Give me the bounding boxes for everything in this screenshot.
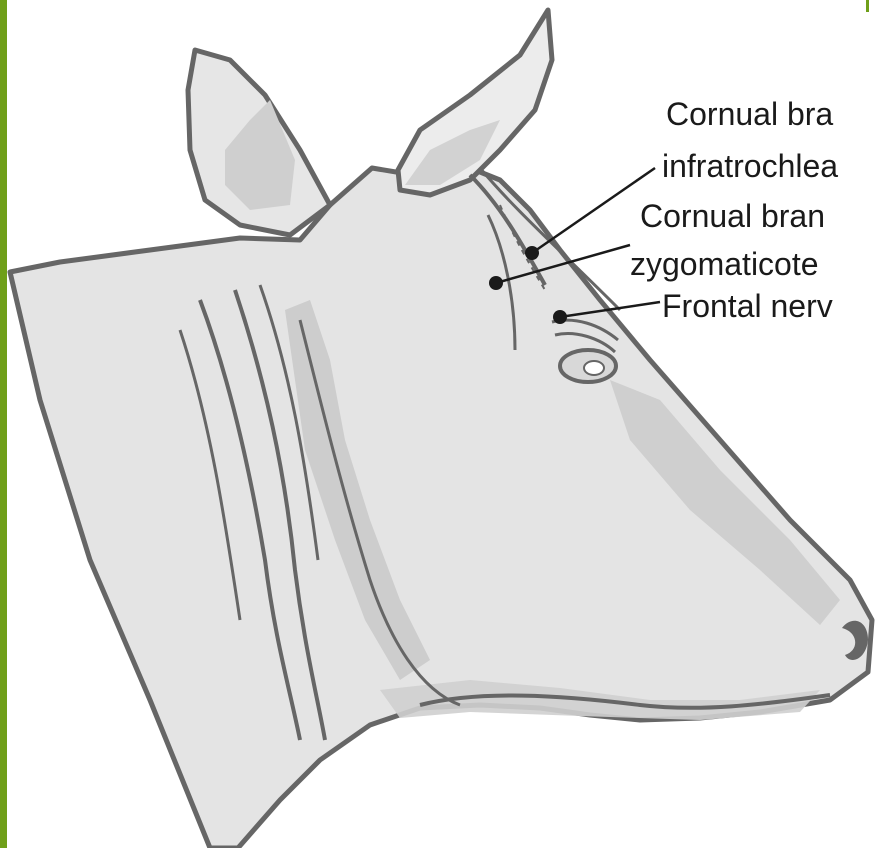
label-cornual-infratrochlear-line1: Cornual bra [666, 98, 833, 130]
label-cornual-infratrochlear-line2: infratrochlea [662, 150, 838, 182]
label-cornual-zygomaticotemporal-line1: Cornual bran [640, 200, 825, 232]
label-frontal-nerve: Frontal nerv [662, 290, 833, 322]
point-cornual-zygomaticotemporal [489, 276, 503, 290]
label-cornual-zygomaticotemporal-line2: zygomaticote [630, 248, 819, 280]
point-frontal-nerve [553, 310, 567, 324]
point-cornual-infratrochlear [525, 246, 539, 260]
pointer-cornual-infratrochlear [532, 168, 655, 253]
